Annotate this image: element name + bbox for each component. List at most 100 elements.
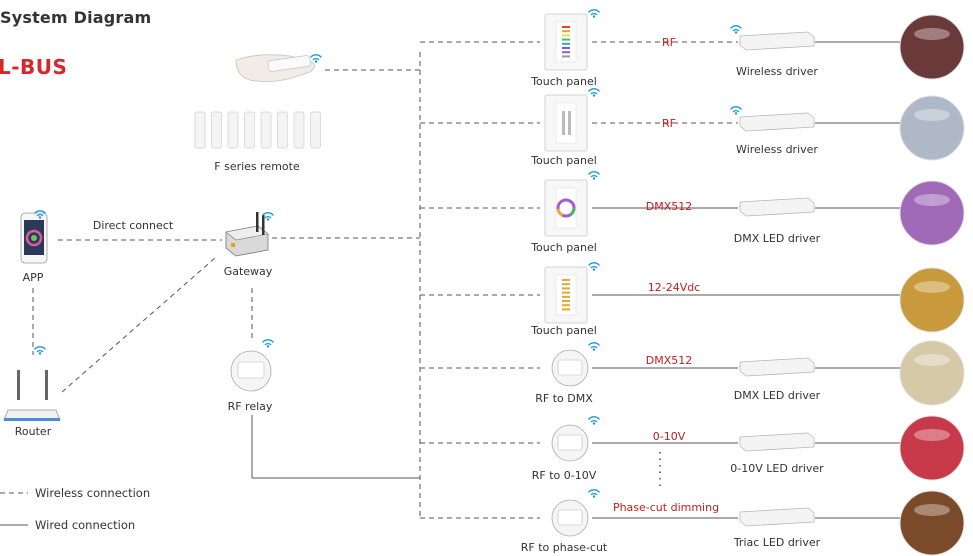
device-label: Touch panel <box>531 75 597 88</box>
scene-light-glow <box>914 194 950 206</box>
slider-segment <box>562 304 570 307</box>
wifi-signal-icon <box>261 339 275 348</box>
scene-light-glow <box>914 28 950 40</box>
wifi-signal-icon <box>729 25 743 34</box>
remote-unit-icon <box>194 111 206 149</box>
touch-panel-face <box>555 21 577 63</box>
driver-label: Wireless driver <box>736 143 818 156</box>
led-driver-icon <box>739 507 815 527</box>
page-title: System Diagram <box>0 8 152 27</box>
signal-label: RF <box>662 117 676 130</box>
signal-label: DMX512 <box>645 354 693 367</box>
lighting-scene-image <box>899 340 965 406</box>
gateway-label: Gateway <box>223 265 273 278</box>
router-gateway-link <box>61 257 216 393</box>
wifi-signal-icon <box>261 212 275 221</box>
row-3 <box>420 179 965 246</box>
f-series-remote-image <box>194 54 321 149</box>
row-6 <box>420 415 965 481</box>
scene-light-glow <box>914 109 950 121</box>
wifi-signal-icon <box>587 9 601 18</box>
scene-light-glow <box>914 429 950 441</box>
led-driver-icon <box>739 197 815 217</box>
lighting-scene-image <box>899 180 965 246</box>
app-phone-icon <box>20 212 48 264</box>
remote-unit-icon <box>211 111 222 149</box>
lighting-scene-image <box>899 14 965 80</box>
legend-wired-label: Wired connection <box>35 518 136 532</box>
remote-unit-icon <box>293 111 305 149</box>
remote-unit-icon <box>260 111 272 149</box>
rf-relay-label: RF relay <box>227 400 273 413</box>
wifi-signal-icon <box>729 106 743 115</box>
driver-label: 0-10V LED driver <box>730 462 824 475</box>
wifi-signal-icon <box>587 88 601 97</box>
slider-segment <box>562 279 570 281</box>
lighting-scene-image <box>899 95 965 161</box>
touch-panel-face <box>555 274 577 316</box>
row-5 <box>420 340 965 406</box>
signal-label: RF <box>662 36 676 49</box>
row-4 <box>420 266 965 333</box>
slider-segment <box>562 295 570 298</box>
slider-segment <box>562 51 570 54</box>
led-driver-icon <box>739 357 815 377</box>
slider-segment <box>562 300 570 302</box>
slider-segment <box>562 291 570 294</box>
signal-label: Phase-cut dimming <box>612 501 720 514</box>
slider-segment <box>562 34 570 37</box>
driver-label: Wireless driver <box>736 65 818 78</box>
remote-unit-icon <box>310 111 321 149</box>
slider-segment <box>562 42 570 45</box>
driver-label: DMX LED driver <box>733 232 821 245</box>
remote-unit-icon <box>244 111 255 149</box>
device-label: Touch panel <box>531 324 597 337</box>
scene-light-glow <box>914 281 950 293</box>
led-driver-icon <box>739 112 815 132</box>
slider-segment <box>562 47 570 49</box>
scene-light-glow <box>914 504 950 516</box>
slider-segment <box>562 55 570 58</box>
direct-connect-label: Direct connect <box>92 219 174 232</box>
device-label: RF to DMX <box>535 392 593 405</box>
f-remote-label: F series remote <box>214 160 300 173</box>
remote-unit-icon <box>227 111 239 149</box>
rf-relay-icon <box>230 350 272 392</box>
wifi-signal-icon <box>587 489 601 498</box>
signal-label: 12-24Vdc <box>647 281 701 294</box>
row-2 <box>420 94 965 161</box>
device-label: Touch panel <box>531 154 597 167</box>
signal-label: 0-10V <box>652 430 686 443</box>
remote-unit-icon <box>277 111 288 149</box>
led-driver-icon <box>739 31 815 51</box>
signal-label: DMX512 <box>645 200 693 213</box>
lighting-scene-image <box>899 490 965 556</box>
slider-segment <box>562 26 570 28</box>
router-icon <box>3 370 61 421</box>
slider-segment <box>562 30 570 33</box>
wifi-signal-icon <box>33 346 47 355</box>
touch-panel-face <box>555 187 577 229</box>
lighting-scene-image <box>899 267 965 333</box>
wifi-signal-icon <box>587 342 601 351</box>
app-label: APP <box>22 271 44 284</box>
wifi-signal-icon <box>587 416 601 425</box>
wifi-signal-icon <box>309 54 323 63</box>
slider-segment <box>562 308 570 311</box>
device-label: RF to 0-10V <box>531 469 597 482</box>
slider-segment <box>562 38 570 41</box>
scene-light-glow <box>914 354 950 366</box>
row-7 <box>420 490 965 556</box>
router-label: Router <box>14 425 52 438</box>
connection-lines <box>0 52 661 526</box>
wifi-signal-icon <box>33 210 47 219</box>
wifi-signal-icon <box>587 171 601 180</box>
touch-panel-face <box>555 102 577 144</box>
wifi-signal-icon <box>587 262 601 271</box>
lighting-scene-image <box>899 415 965 481</box>
legend-wireless-label: Wireless connection <box>35 486 151 500</box>
row-1 <box>420 13 965 80</box>
driver-label: DMX LED driver <box>733 389 821 402</box>
device-label: RF to phase-cut <box>520 541 608 554</box>
